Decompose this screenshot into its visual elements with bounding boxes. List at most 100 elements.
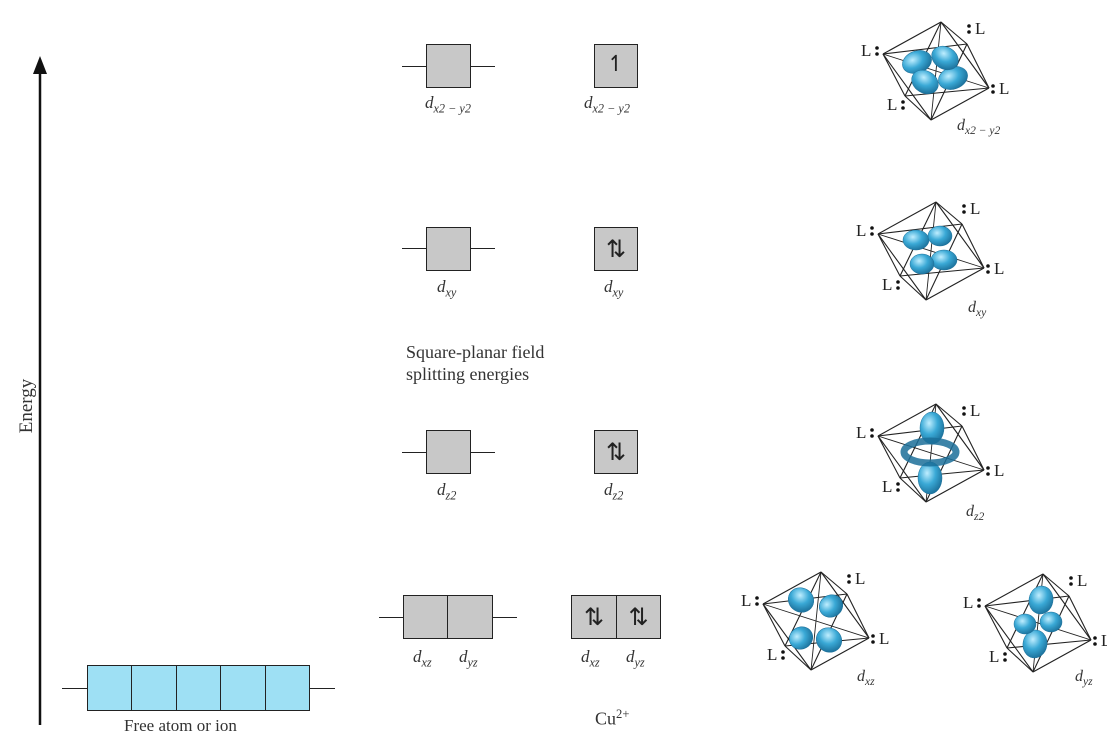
orbital-label-dxz: dxz xyxy=(857,668,875,689)
dxy-label: dxy xyxy=(437,277,457,300)
orbital-lobe xyxy=(815,627,843,653)
octahedron-edge xyxy=(925,267,985,301)
octahedron-edge xyxy=(1032,595,1070,673)
octahedron-edge xyxy=(961,425,985,471)
cu2-ion-label: Cu2+ xyxy=(595,707,630,729)
free-atom-line-right xyxy=(309,688,335,689)
electron-pair-dot xyxy=(847,574,851,578)
cu-dxz-orbital-box: ⇅ xyxy=(571,595,617,639)
electron-pair-dot xyxy=(755,602,759,606)
cu-dz2-orbital-box: ⇅ xyxy=(594,430,638,474)
energy-axis-label: Energy xyxy=(16,378,37,434)
ligand-label: L xyxy=(1101,631,1107,650)
cu-dx2y2-orbital-box: ↿ xyxy=(594,44,638,88)
electron-pair-dot xyxy=(847,580,851,584)
octahedron-edge xyxy=(784,645,812,671)
octahedron-edge xyxy=(820,571,870,639)
ligand-label: L xyxy=(963,593,973,612)
free-atom-orbital-box xyxy=(265,665,311,711)
octahedron-edge xyxy=(904,87,990,97)
electron-pair-dot xyxy=(870,434,874,438)
dz2-label: dz2 xyxy=(437,480,457,503)
free-atom-orbital-box xyxy=(176,665,222,711)
octahedron-edge xyxy=(1042,573,1092,641)
free-atom-orbital-box xyxy=(87,665,133,711)
cu-dz2-label: dz2 xyxy=(604,480,624,503)
octahedron-edge xyxy=(877,201,937,235)
dxz-orbital-box xyxy=(403,595,448,639)
orbital-lobe xyxy=(927,225,953,247)
electron-pair-dot xyxy=(871,634,875,638)
electron-pair-dot xyxy=(977,604,981,608)
octahedron-edge xyxy=(899,267,985,277)
electron-pair-dot xyxy=(781,650,785,654)
octahedron-edge xyxy=(899,477,927,503)
electron-pair-dot xyxy=(896,482,900,486)
ligand-label: L xyxy=(994,259,1004,278)
ligand-label: L xyxy=(999,79,1009,98)
orbital-lobe xyxy=(1013,613,1037,635)
dyz-label: dyz xyxy=(459,647,478,670)
electron-pair-dot xyxy=(870,226,874,230)
electron-pair-dot xyxy=(1093,642,1097,646)
dxz-dyz-line-right xyxy=(492,617,517,618)
electron-pair-dot xyxy=(1093,636,1097,640)
cu-dx2y2-label: dx2 − y2 xyxy=(584,93,630,116)
octahedron-edge xyxy=(1006,573,1044,649)
dxz-label: dxz xyxy=(413,647,432,670)
dx2y2-line-right xyxy=(470,66,495,67)
octahedron-axis xyxy=(762,603,870,639)
electron-pair-dot xyxy=(967,30,971,34)
octahedron-edge xyxy=(1042,573,1070,597)
ligand-label: L xyxy=(879,629,889,648)
ligand-label: L xyxy=(989,647,999,666)
octahedron-edge xyxy=(984,595,1070,607)
ligand-label: L xyxy=(861,41,871,60)
octahedron-edge xyxy=(935,201,985,269)
dxy-line-left xyxy=(402,248,427,249)
free-atom-orbitals xyxy=(87,665,311,711)
cu-dyz-label: dyz xyxy=(626,647,645,670)
dz2-line-right xyxy=(470,452,495,453)
dxy-orbital-box xyxy=(426,227,471,271)
octahedron-axis xyxy=(877,435,985,471)
field-caption-line2: splitting energies xyxy=(406,364,530,384)
electron-pair-dot xyxy=(1069,576,1073,580)
electron-pair-dot xyxy=(986,472,990,476)
ligand-label: L xyxy=(856,221,866,240)
octahedron-edge xyxy=(1006,639,1092,649)
dz2-orbital-box xyxy=(426,430,471,474)
octahedron-axis xyxy=(882,53,990,89)
electron-pair-dot xyxy=(896,280,900,284)
orbital-label-dx2y2: dx2 − y2 xyxy=(957,117,1001,138)
free-atom-label: Free atom or ion xyxy=(124,716,237,735)
orbital-lobe xyxy=(911,69,939,95)
cu-dxy-orbital-box: ⇅ xyxy=(594,227,638,271)
octahedron-edge xyxy=(935,201,963,225)
electron-pair-dot xyxy=(1003,658,1007,662)
dyz-orbital-box xyxy=(447,595,493,639)
dx2y2-label: dx2 − y2 xyxy=(425,93,471,116)
electron-pair-dot xyxy=(875,46,879,50)
electron-pair-dot xyxy=(896,286,900,290)
electron-pair-dot xyxy=(901,106,905,110)
electron-pair-dot xyxy=(870,428,874,432)
electron-pair-dot xyxy=(962,406,966,410)
octahedron-edge xyxy=(877,435,901,479)
octahedron-edge xyxy=(882,53,906,97)
ligand-label: L xyxy=(855,569,865,588)
octahedron-edge xyxy=(1032,639,1092,673)
ligand-label: L xyxy=(975,19,985,38)
octahedron-edge xyxy=(762,603,812,671)
electron-pair-dot xyxy=(1003,652,1007,656)
electron-pair-dot xyxy=(991,90,995,94)
octahedron-edge xyxy=(899,469,985,479)
electron-pair-dot xyxy=(755,596,759,600)
octahedron-edge xyxy=(762,603,786,647)
octahedron-axis xyxy=(984,605,1092,641)
orbital-torus xyxy=(900,437,960,467)
octahedron-edge xyxy=(966,43,990,89)
